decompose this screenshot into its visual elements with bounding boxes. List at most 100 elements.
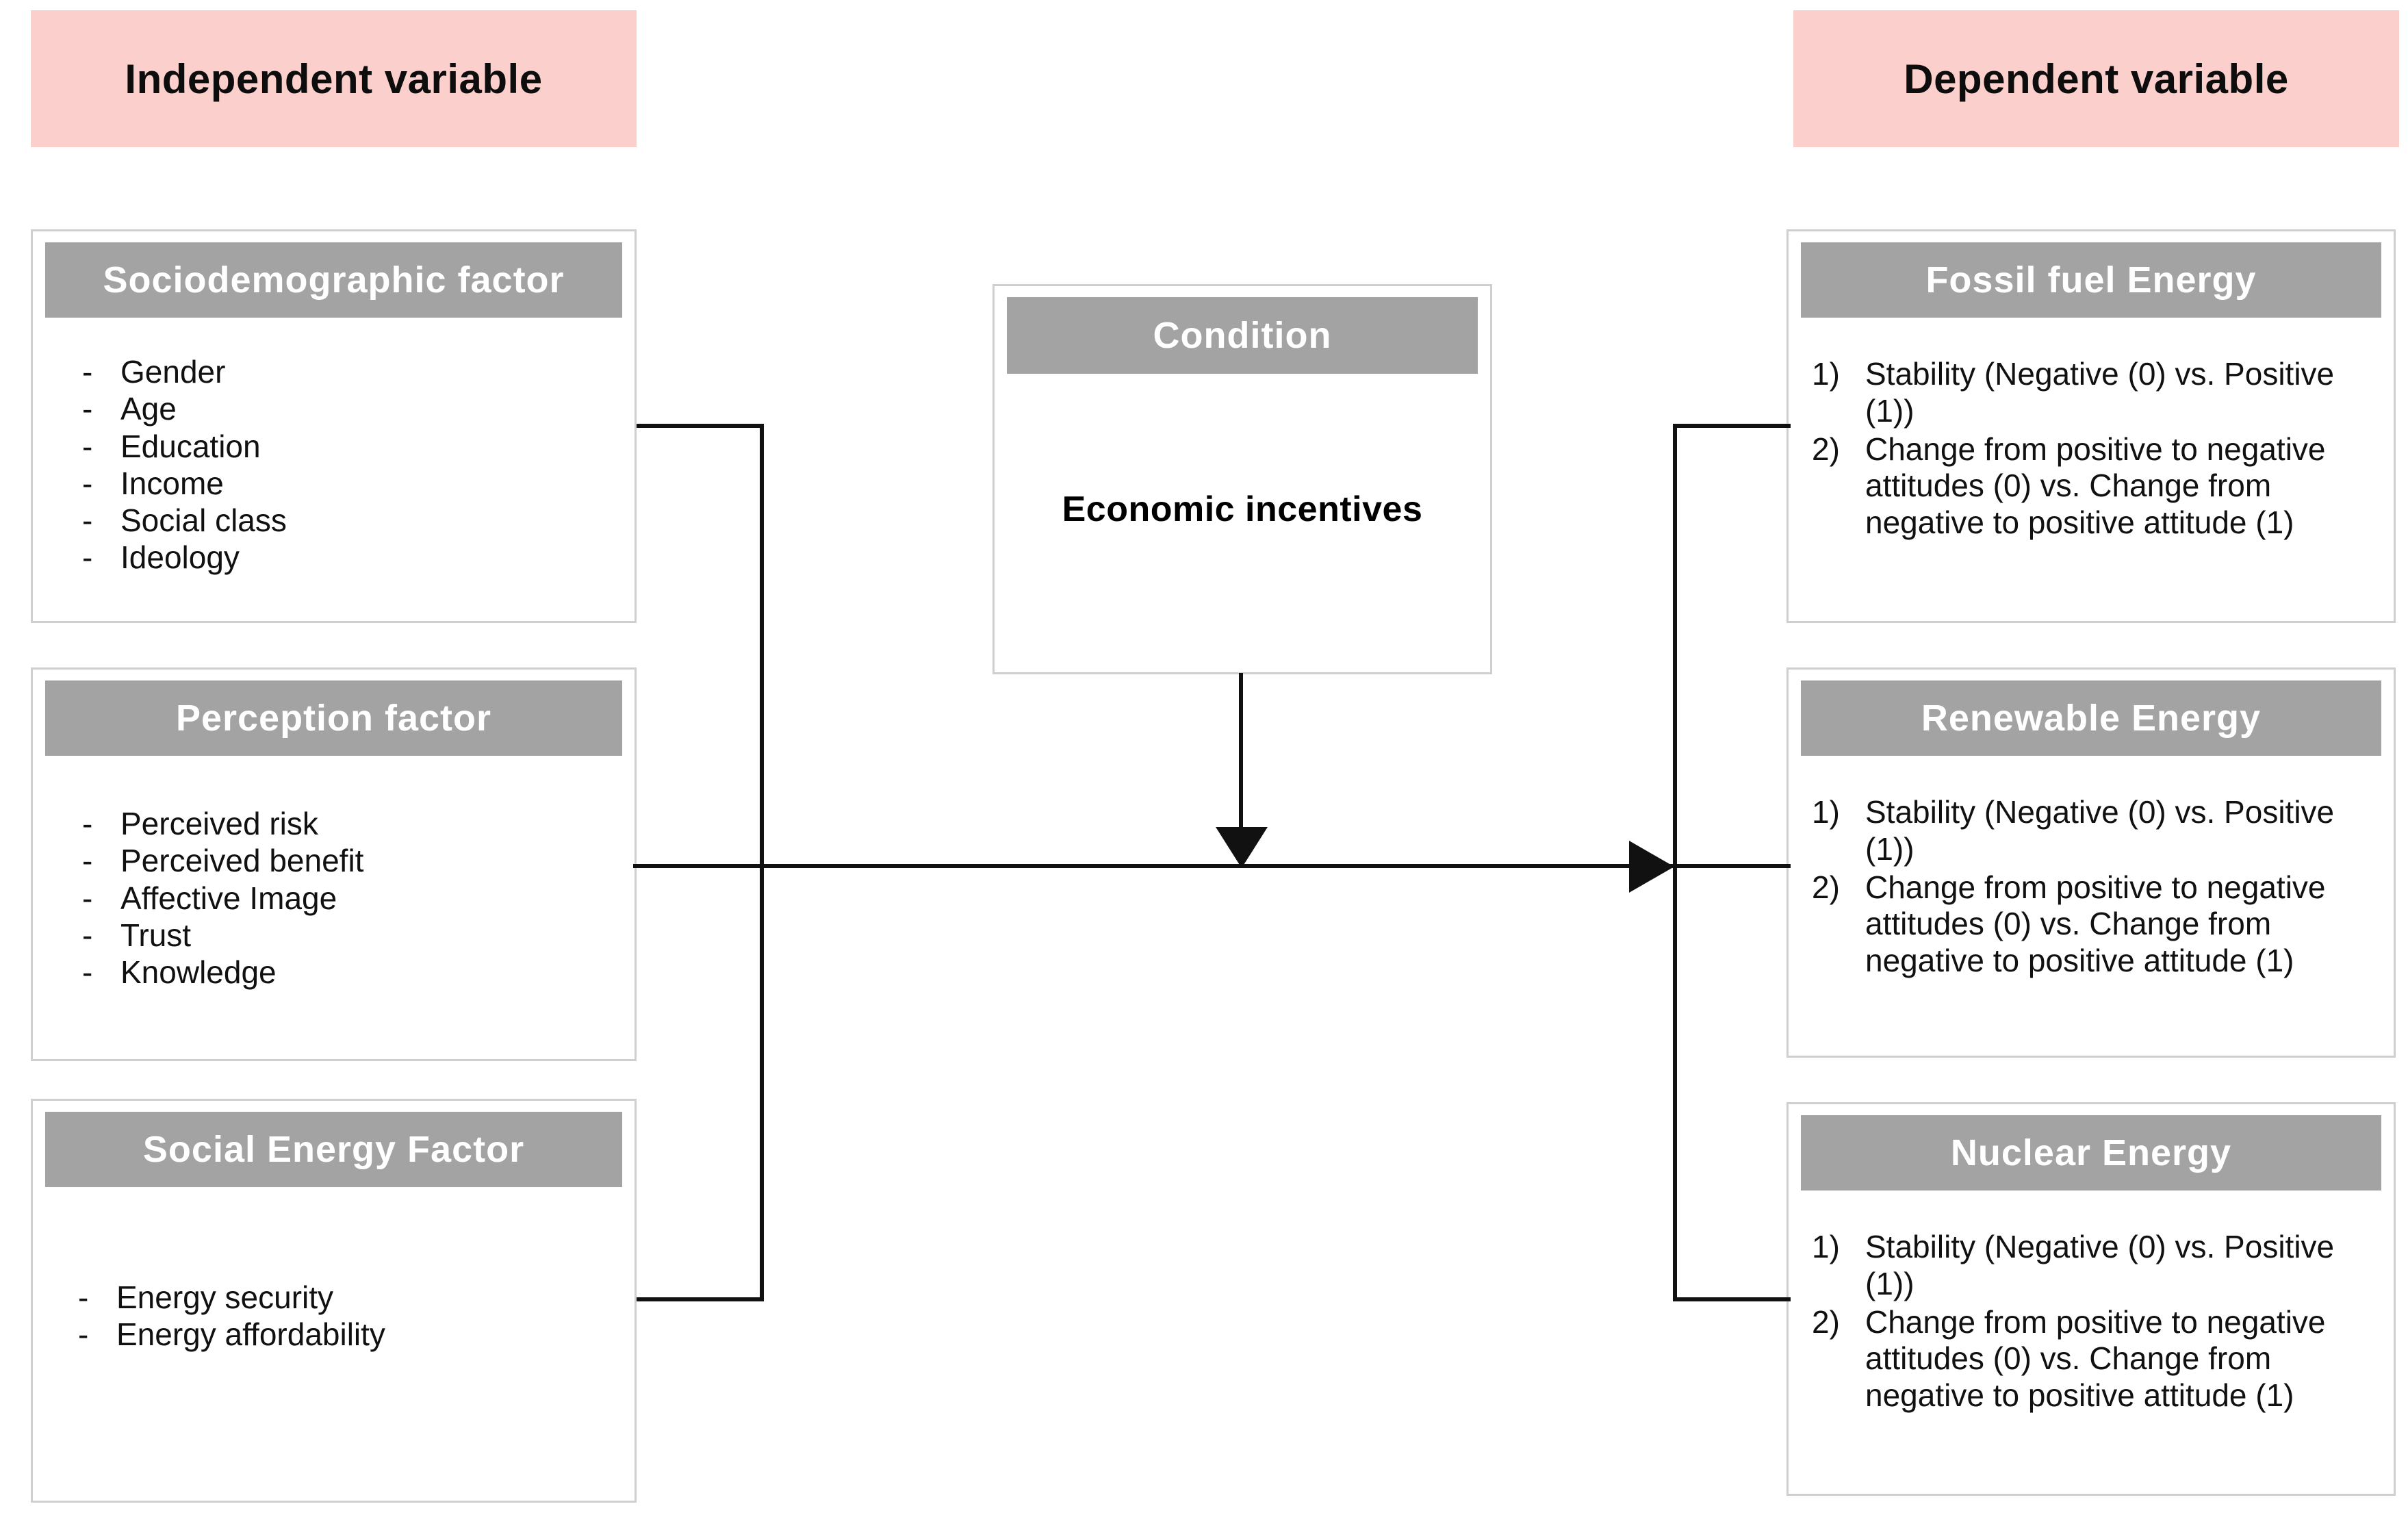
left-bracket-bottom-line <box>637 1297 764 1301</box>
condition-panel: Condition Economic incentives <box>992 284 1492 674</box>
list-item-label: Age <box>120 391 177 427</box>
perception-factor-body: -Perceived risk -Perceived benefit -Affe… <box>33 772 635 1059</box>
list-item: 1) Stability (Negative (0) vs. Positive (… <box>1812 1229 2369 1303</box>
dash-marker: - <box>82 806 93 841</box>
list-item: -Education <box>82 428 635 465</box>
perception-factor-panel: Perception factor -Perceived risk -Perce… <box>31 667 637 1061</box>
list-item: 2) Change from positive to negative attit… <box>1812 1304 2369 1414</box>
list-marker: 1) <box>1812 356 1840 392</box>
independent-variable-label: Independent variable <box>125 55 543 102</box>
renewable-energy-panel: Renewable Energy 1) Stability (Negative (… <box>1786 667 2396 1058</box>
list-item-label: Education <box>120 428 261 464</box>
renewable-energy-list: 1) Stability (Negative (0) vs. Positive (… <box>1812 794 2369 980</box>
renewable-energy-body: 1) Stability (Negative (0) vs. Positive (… <box>1789 772 2394 1056</box>
social-energy-factor-panel: Social Energy Factor -Energy security -E… <box>31 1099 637 1503</box>
list-marker: 1) <box>1812 794 1840 830</box>
sociodemographic-factor-title: Sociodemographic factor <box>103 259 565 301</box>
list-item-label: Social class <box>120 502 287 539</box>
fossil-fuel-energy-title: Fossil fuel Energy <box>1925 259 2257 301</box>
sociodemographic-factor-header: Sociodemographic factor <box>45 242 622 318</box>
list-item-label: Stability (Negative (0) vs. Positive (1)… <box>1865 1229 2335 1301</box>
renewable-energy-header: Renewable Energy <box>1801 680 2381 756</box>
dash-marker: - <box>82 465 93 501</box>
dependent-variable-label: Dependent variable <box>1904 55 2289 102</box>
list-item-label: Perceived risk <box>120 806 318 841</box>
dash-marker: - <box>82 502 93 539</box>
right-bracket-top-line <box>1673 424 1791 428</box>
list-item-label: Perceived benefit <box>120 843 364 879</box>
dash-marker: - <box>82 354 93 390</box>
right-bracket-vertical <box>1673 424 1677 1301</box>
dash-marker: - <box>82 843 93 879</box>
nuclear-energy-title: Nuclear Energy <box>1950 1132 2232 1173</box>
sociodemographic-factor-panel: Sociodemographic factor -Gender -Age -Ed… <box>31 229 637 623</box>
dependent-variable-banner: Dependent variable <box>1793 10 2399 147</box>
list-item-label: Energy affordability <box>116 1316 385 1353</box>
list-item-label: Income <box>120 465 224 501</box>
sociodemographic-factor-body: -Gender -Age -Education -Income -Social … <box>33 334 635 621</box>
renewable-energy-title: Renewable Energy <box>1921 698 2262 739</box>
list-item-label: Affective Image <box>120 880 337 916</box>
list-item: -Ideology <box>82 539 635 576</box>
arrow-down-icon <box>1216 827 1268 868</box>
list-item: -Age <box>82 390 635 427</box>
list-item-label: Trust <box>120 917 192 953</box>
left-bracket-vertical <box>760 424 764 1301</box>
social-energy-factor-list: -Energy security -Energy affordability <box>78 1279 635 1353</box>
list-item: -Knowledge <box>82 954 635 991</box>
list-item: 1) Stability (Negative (0) vs. Positive (… <box>1812 794 2369 868</box>
list-item: -Affective Image <box>82 880 635 917</box>
dash-marker: - <box>78 1316 89 1353</box>
dash-marker: - <box>82 954 93 991</box>
social-energy-factor-header: Social Energy Factor <box>45 1112 622 1187</box>
perception-factor-list: -Perceived risk -Perceived benefit -Affe… <box>82 805 635 991</box>
fossil-fuel-energy-panel: Fossil fuel Energy 1) Stability (Negative… <box>1786 229 2396 623</box>
right-bracket-middle-line <box>1673 864 1791 868</box>
list-item: -Perceived benefit <box>82 842 635 879</box>
list-marker: 2) <box>1812 431 1840 467</box>
left-bracket-middle-line <box>633 864 764 868</box>
dash-marker: - <box>82 428 93 464</box>
left-bracket-top-line <box>637 424 764 428</box>
nuclear-energy-body: 1) Stability (Negative (0) vs. Positive (… <box>1789 1207 2394 1494</box>
dash-marker: - <box>82 391 93 427</box>
list-marker: 2) <box>1812 1303 1840 1340</box>
list-item-label: Stability (Negative (0) vs. Positive (1)… <box>1865 356 2335 429</box>
list-item-label: Knowledge <box>120 954 277 991</box>
list-item-label: Change from positive to negative attitud… <box>1865 431 2326 541</box>
condition-value: Economic incentives <box>1062 489 1423 529</box>
perception-factor-title: Perception factor <box>175 698 492 739</box>
list-item: -Income <box>82 465 635 502</box>
list-item-label: Energy security <box>116 1280 334 1315</box>
fossil-fuel-energy-body: 1) Stability (Negative (0) vs. Positive (… <box>1789 334 2394 621</box>
perception-factor-header: Perception factor <box>45 680 622 756</box>
list-item-label: Stability (Negative (0) vs. Positive (1)… <box>1865 794 2335 867</box>
independent-variable-banner: Independent variable <box>31 10 637 147</box>
dash-marker: - <box>82 917 93 953</box>
dash-marker: - <box>82 880 93 916</box>
condition-title: Condition <box>1153 315 1332 356</box>
list-item: -Energy affordability <box>78 1316 635 1353</box>
arrow-right-icon <box>1629 841 1674 893</box>
list-item: 1) Stability (Negative (0) vs. Positive (… <box>1812 356 2369 430</box>
dash-marker: - <box>82 539 93 576</box>
social-energy-factor-body: -Energy security -Energy affordability <box>33 1204 635 1501</box>
list-item: -Perceived risk <box>82 805 635 842</box>
nuclear-energy-list: 1) Stability (Negative (0) vs. Positive (… <box>1812 1229 2369 1414</box>
list-item-label: Change from positive to negative attitud… <box>1865 1303 2326 1414</box>
sociodemographic-factor-list: -Gender -Age -Education -Income -Social … <box>82 353 635 576</box>
fossil-fuel-energy-list: 1) Stability (Negative (0) vs. Positive (… <box>1812 356 2369 542</box>
condition-connector-line <box>1239 673 1243 830</box>
condition-header: Condition <box>1007 297 1478 374</box>
dash-marker: - <box>78 1280 89 1315</box>
list-item: 2) Change from positive to negative attit… <box>1812 431 2369 542</box>
list-item: 2)Change from positive to negative attit… <box>1812 869 2369 980</box>
right-bracket-bottom-line <box>1673 1297 1791 1301</box>
list-item: -Energy security <box>78 1279 635 1316</box>
list-item-label: Ideology <box>120 539 240 576</box>
fossil-fuel-energy-header: Fossil fuel Energy <box>1801 242 2381 318</box>
social-energy-factor-title: Social Energy Factor <box>142 1129 525 1170</box>
nuclear-energy-panel: Nuclear Energy 1) Stability (Negative (0)… <box>1786 1102 2396 1496</box>
list-marker: 1) <box>1812 1229 1840 1264</box>
